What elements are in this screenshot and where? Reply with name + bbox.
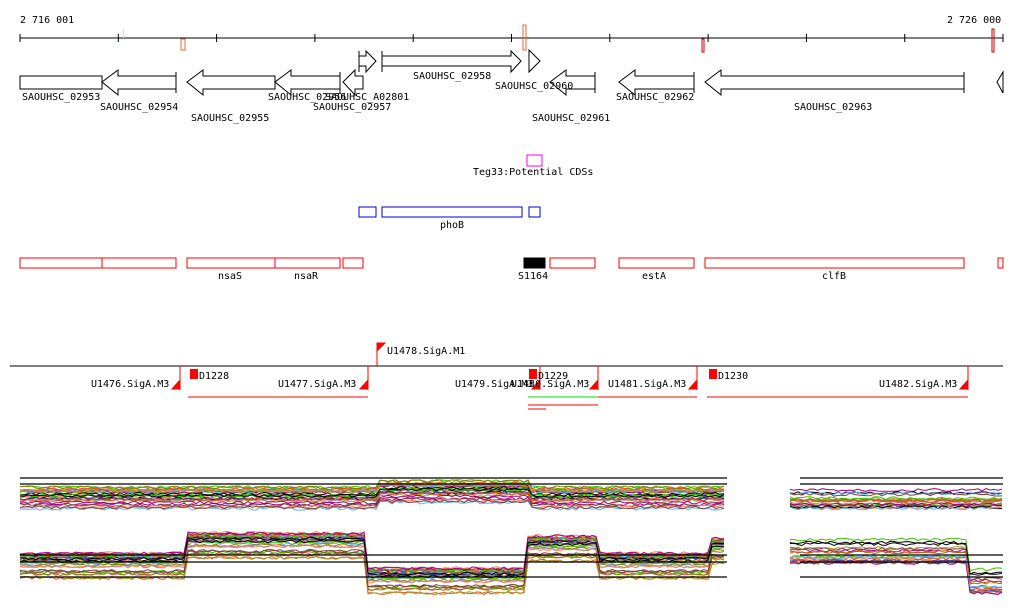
expression-profile-line — [789, 488, 1003, 492]
expression-profile-line — [789, 491, 1003, 496]
gene-name-label: nsaR — [294, 271, 319, 282]
gene-label[interactable]: SAOUHSC_02955 — [191, 113, 269, 124]
gene-arrow — [274, 69, 341, 97]
terminator-label: D1228 — [199, 371, 229, 382]
expression-profile-line — [19, 548, 725, 588]
expression-profile-line — [19, 487, 725, 498]
potential-cds-box[interactable] — [526, 154, 543, 167]
expression-profile-line — [789, 503, 1003, 508]
expression-profile-line — [19, 544, 725, 584]
ruler-end-label: 2 726 000 — [947, 15, 1001, 26]
expression-profile-line — [19, 487, 725, 498]
expression-profile-line — [19, 549, 725, 589]
promoter-label: U1481.SigA.M3 — [608, 379, 686, 390]
gene-name-label: clfB — [822, 271, 846, 282]
gene-name-label: estA — [642, 271, 666, 282]
expression-profile-line — [789, 502, 1003, 507]
ruler-start-label: 2 716 001 — [20, 15, 74, 26]
gene-labels: SAOUHSC_02953 SAOUHSC_02954 SAOUHSC_0295… — [22, 71, 872, 124]
gene-arrow — [101, 69, 177, 97]
expression-profile-line — [19, 499, 725, 510]
promoter-label: U1477.SigA.M3 — [278, 379, 356, 390]
promoter-track[interactable] — [170, 342, 969, 410]
gene-arrow — [358, 49, 377, 74]
expression-profile-line — [19, 531, 725, 571]
promoter-label: U1480.SigA.M3 — [511, 379, 589, 390]
gene-track[interactable] — [19, 48, 1004, 97]
gene-arrow — [618, 69, 695, 97]
expression-profiles — [19, 477, 1003, 596]
expression-profile-line — [19, 552, 725, 591]
gene-label[interactable]: SAOUHSC_02956 — [268, 92, 346, 103]
terminator-label: D1229 — [538, 371, 568, 382]
gene-name-track[interactable] — [19, 257, 1004, 269]
gene-arrow — [342, 68, 364, 97]
gene-label[interactable]: SAOUHSC_02963 — [794, 102, 872, 113]
expression-profile-line — [19, 534, 725, 574]
ruler-markers — [123, 24, 995, 53]
expression-profile-line — [19, 483, 725, 494]
operon-label: phoB — [440, 220, 464, 231]
expression-profile-line — [789, 537, 1003, 572]
ruler — [19, 34, 1004, 42]
promoter-label: U1478.SigA.M1 — [387, 346, 465, 357]
gene-label[interactable]: SAOUHSC_02961 — [532, 113, 610, 124]
expression-profile-line — [789, 549, 1003, 584]
gene-label[interactable]: SAOUHSC_A02801 — [325, 92, 409, 103]
promoter-label: U1482.SigA.M3 — [879, 379, 957, 390]
terminator-label: D1230 — [718, 371, 748, 382]
expression-profile-line — [789, 541, 1003, 576]
gene-label[interactable]: SAOUHSC_02958 — [413, 71, 491, 82]
expression-profile-line — [19, 536, 725, 576]
expression-profile-line — [19, 491, 725, 502]
gene-label[interactable]: SAOUHSC_02962 — [616, 92, 694, 103]
promoter-label: U1476.SigA.M3 — [91, 379, 169, 390]
gene-label[interactable]: SAOUHSC_02953 — [22, 92, 100, 103]
expression-profile-line — [20, 479, 725, 490]
expression-profile-line — [789, 492, 1003, 497]
expression-profile-line — [789, 506, 1003, 511]
gene-name-label: nsaS — [218, 271, 242, 282]
expression-profile-line — [789, 496, 1003, 501]
expression-profile-line — [19, 483, 725, 494]
gene-arrow — [19, 75, 103, 90]
gene-name-label: S1164 — [518, 271, 548, 282]
potential-cds-label: Teg33:Potential CDSs — [473, 167, 593, 178]
gene-arrow — [996, 70, 1004, 94]
gene-arrow — [549, 69, 596, 97]
gene-arrow — [186, 69, 276, 97]
gene-label[interactable]: SAOUHSC_02957 — [313, 102, 391, 113]
expression-profile-line — [19, 487, 725, 498]
gene-arrow — [381, 49, 522, 74]
promoter-label: U1479.SigA.M3 — [455, 379, 533, 390]
expression-profile-line — [19, 497, 725, 508]
operon-track[interactable] — [358, 206, 541, 218]
gene-arrow — [528, 48, 541, 74]
expression-profile-line — [19, 494, 725, 505]
gene-label[interactable]: SAOUHSC_02954 — [100, 102, 178, 113]
gene-arrow — [704, 69, 965, 97]
gene-label[interactable]: SAOUHSC_02960 — [495, 81, 573, 92]
expression-profile-line — [789, 499, 1003, 503]
